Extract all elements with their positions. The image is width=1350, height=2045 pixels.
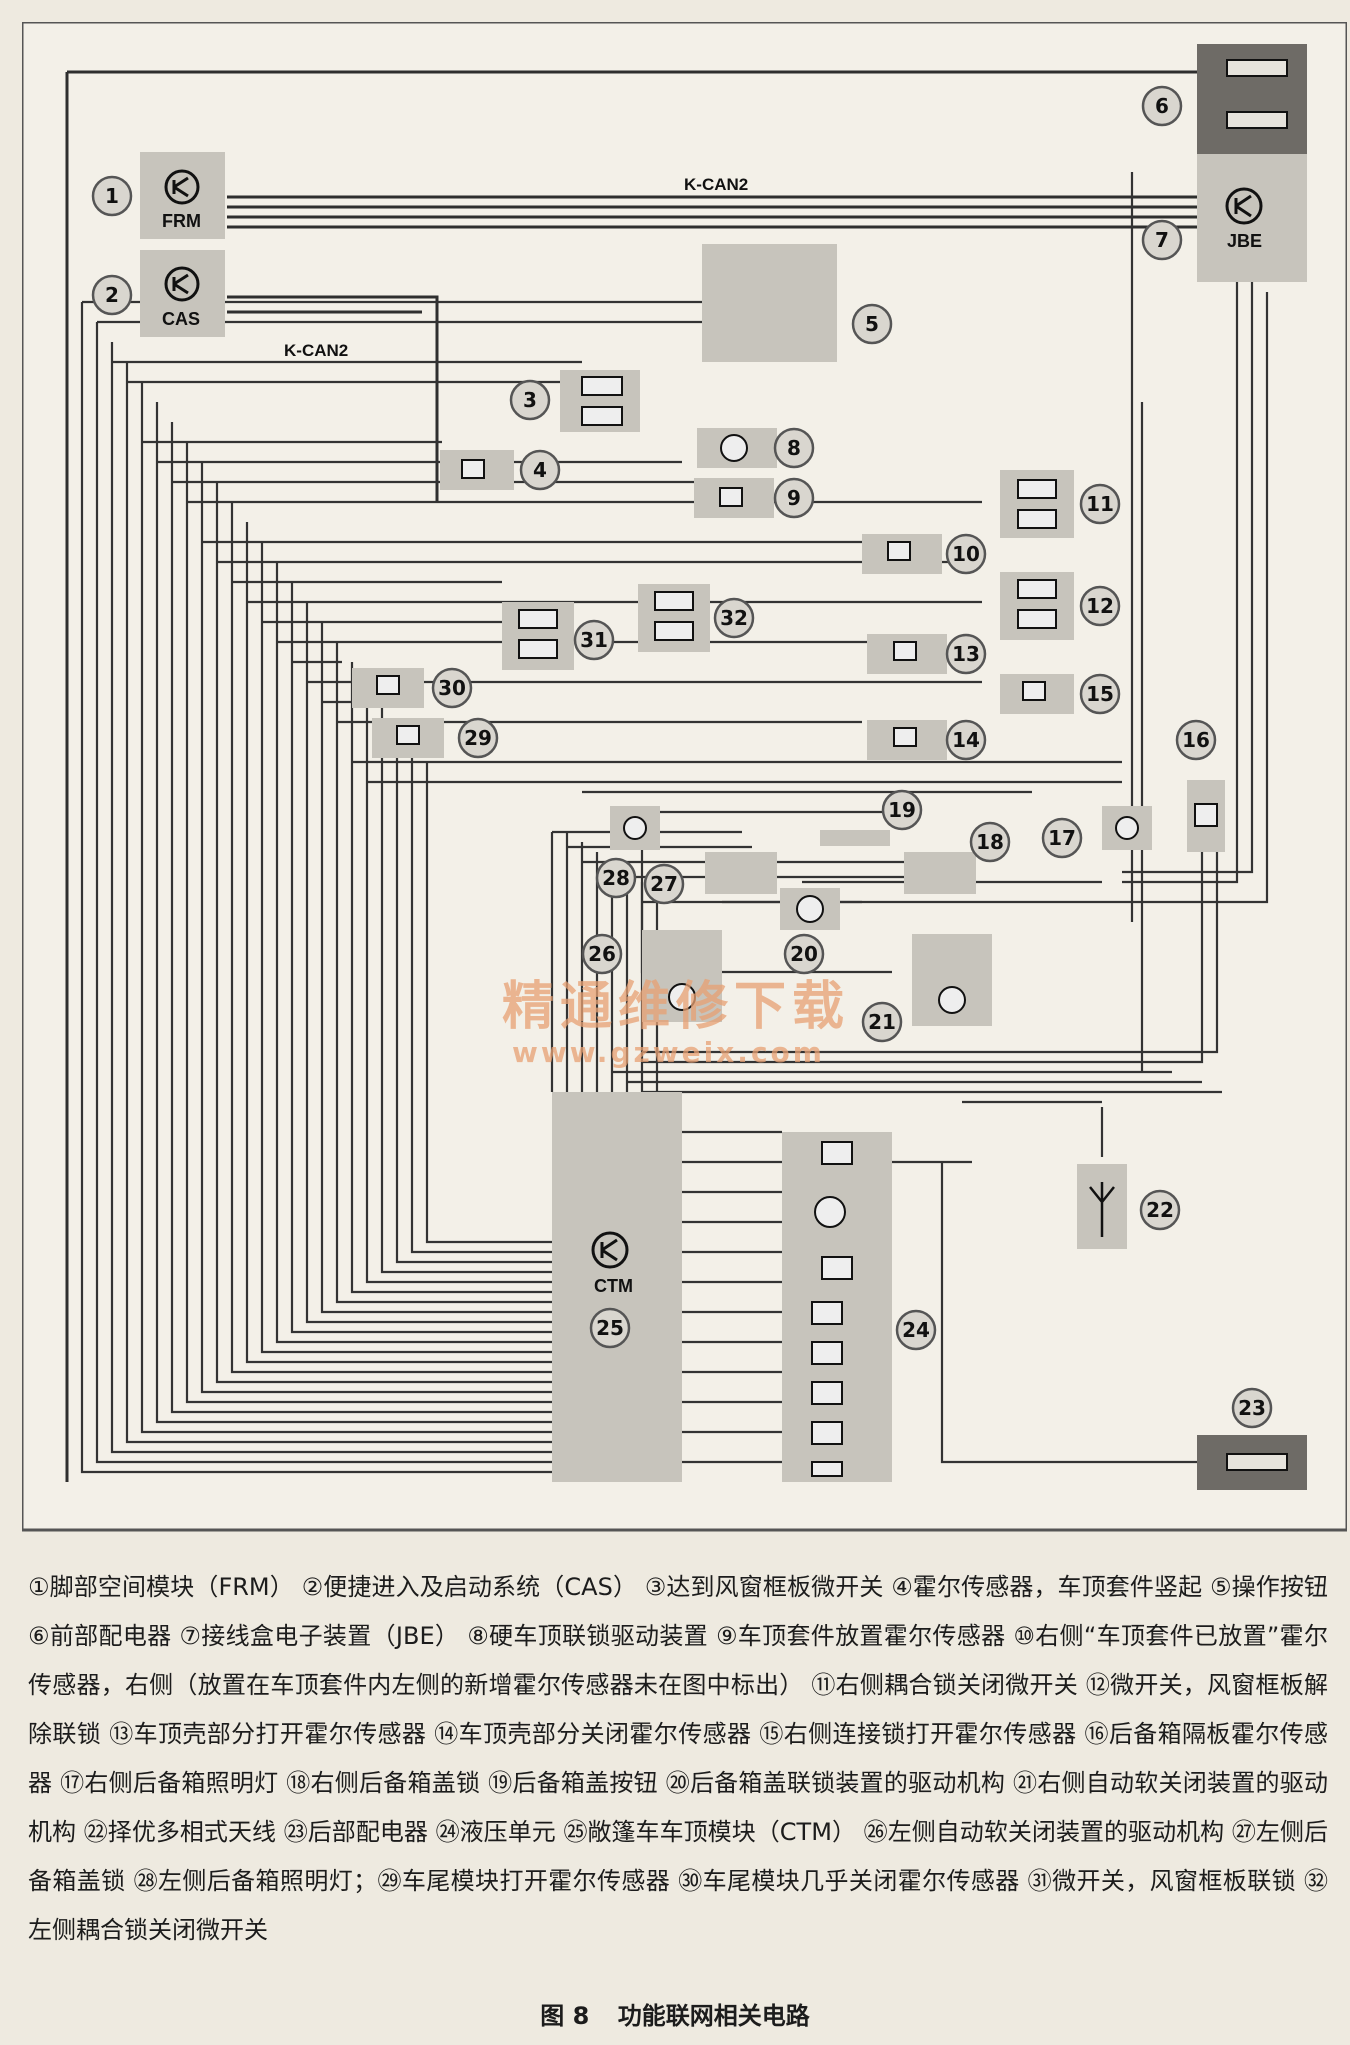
svg-text:3: 3 — [523, 388, 537, 412]
figure-number: 图 8 — [540, 2002, 590, 2030]
components: FRM CAS JBE — [140, 44, 1307, 1490]
watermark-text: 精通维修下载 — [502, 977, 850, 1037]
svg-text:8: 8 — [787, 436, 801, 460]
callout-3: 3 — [509, 379, 551, 421]
figure-title: 功能联网相关电路 — [617, 2002, 810, 2030]
svg-text:7: 7 — [1155, 228, 1169, 252]
bus-label-kcan2-top: K-CAN2 — [684, 175, 748, 194]
callout-8: 8 — [773, 427, 815, 469]
callout-5: 5 — [851, 303, 893, 345]
callout-19: 19 — [881, 789, 923, 831]
svg-text:15: 15 — [1086, 682, 1114, 706]
svg-text:22: 22 — [1146, 1198, 1174, 1222]
callout-17: 17 — [1041, 817, 1083, 859]
svg-text:11: 11 — [1086, 492, 1114, 516]
svg-text:27: 27 — [650, 872, 678, 896]
svg-text:6: 6 — [1155, 94, 1169, 118]
svg-text:10: 10 — [952, 542, 980, 566]
watermark-url: www.gzweix.com — [512, 1036, 825, 1069]
diagram-border — [22, 22, 1347, 1532]
svg-text:30: 30 — [438, 676, 466, 700]
callout-27: 27 — [643, 863, 685, 905]
svg-text:16: 16 — [1182, 728, 1210, 752]
svg-text:17: 17 — [1048, 826, 1076, 850]
callout-11: 11 — [1079, 483, 1121, 525]
circuit-diagram: FRM CAS JBE — [22, 22, 1347, 1532]
callout-labels: 1 2 3 4 5 6 7 8 9 10 11 12 13 14 15 16 1… — [91, 85, 1273, 1429]
svg-text:2: 2 — [105, 283, 119, 307]
svg-text:12: 12 — [1086, 594, 1114, 618]
callout-2: 2 — [91, 274, 133, 316]
svg-text:18: 18 — [976, 830, 1004, 854]
frm-label: FRM — [162, 211, 201, 231]
svg-text:1: 1 — [105, 184, 119, 208]
callout-9: 9 — [773, 477, 815, 519]
operating-button-panel — [702, 244, 837, 362]
frm-module — [140, 152, 225, 239]
legend-text: ①脚部空间模块（FRM） ②便捷进入及启动系统（CAS） ③达到风窗框板微开关 … — [28, 1573, 1328, 1944]
figure-caption: 图 8 功能联网相关电路 — [0, 1996, 1350, 2031]
svg-text:23: 23 — [1238, 1396, 1266, 1420]
callout-21: 21 — [861, 1001, 903, 1043]
svg-text:24: 24 — [902, 1318, 930, 1342]
svg-text:9: 9 — [787, 486, 801, 510]
callout-31: 31 — [573, 619, 615, 661]
svg-text:20: 20 — [790, 942, 818, 966]
svg-text:28: 28 — [602, 866, 630, 890]
svg-text:29: 29 — [464, 726, 492, 750]
callout-18: 18 — [969, 821, 1011, 863]
callout-16: 16 — [1175, 719, 1217, 761]
callout-25: 25 — [589, 1307, 631, 1349]
callout-23: 23 — [1231, 1387, 1273, 1429]
callout-28: 28 — [595, 857, 637, 899]
svg-text:14: 14 — [952, 728, 980, 752]
callout-20: 20 — [783, 933, 825, 975]
svg-text:5: 5 — [865, 312, 879, 336]
svg-text:21: 21 — [868, 1010, 896, 1034]
bus-label-kcan2-left: K-CAN2 — [284, 341, 348, 360]
cas-module — [140, 250, 225, 337]
svg-text:4: 4 — [533, 458, 547, 482]
jbe-module — [1197, 154, 1307, 282]
svg-text:32: 32 — [720, 606, 748, 630]
svg-text:26: 26 — [588, 942, 616, 966]
callout-6: 6 — [1141, 85, 1183, 127]
callout-4: 4 — [519, 449, 561, 491]
callout-13: 13 — [945, 633, 987, 675]
callout-1: 1 — [91, 175, 133, 217]
ctm-module — [552, 1092, 682, 1482]
cas-label: CAS — [162, 309, 200, 329]
callout-32: 32 — [713, 597, 755, 639]
svg-text:31: 31 — [580, 628, 608, 652]
callout-10: 10 — [945, 533, 987, 575]
svg-text:25: 25 — [596, 1316, 624, 1340]
callout-29: 29 — [457, 717, 499, 759]
callout-22: 22 — [1139, 1189, 1181, 1231]
callout-24: 24 — [895, 1309, 937, 1351]
callout-12: 12 — [1079, 585, 1121, 627]
callout-26: 26 — [581, 933, 623, 975]
wire-bundles — [65, 70, 1269, 1482]
svg-text:19: 19 — [888, 798, 916, 822]
callout-15: 15 — [1079, 673, 1121, 715]
callout-7: 7 — [1141, 219, 1183, 261]
jbe-label: JBE — [1227, 231, 1262, 251]
ctm-label: CTM — [594, 1276, 633, 1296]
callout-30: 30 — [431, 667, 473, 709]
callout-14: 14 — [945, 719, 987, 761]
svg-text:13: 13 — [952, 642, 980, 666]
